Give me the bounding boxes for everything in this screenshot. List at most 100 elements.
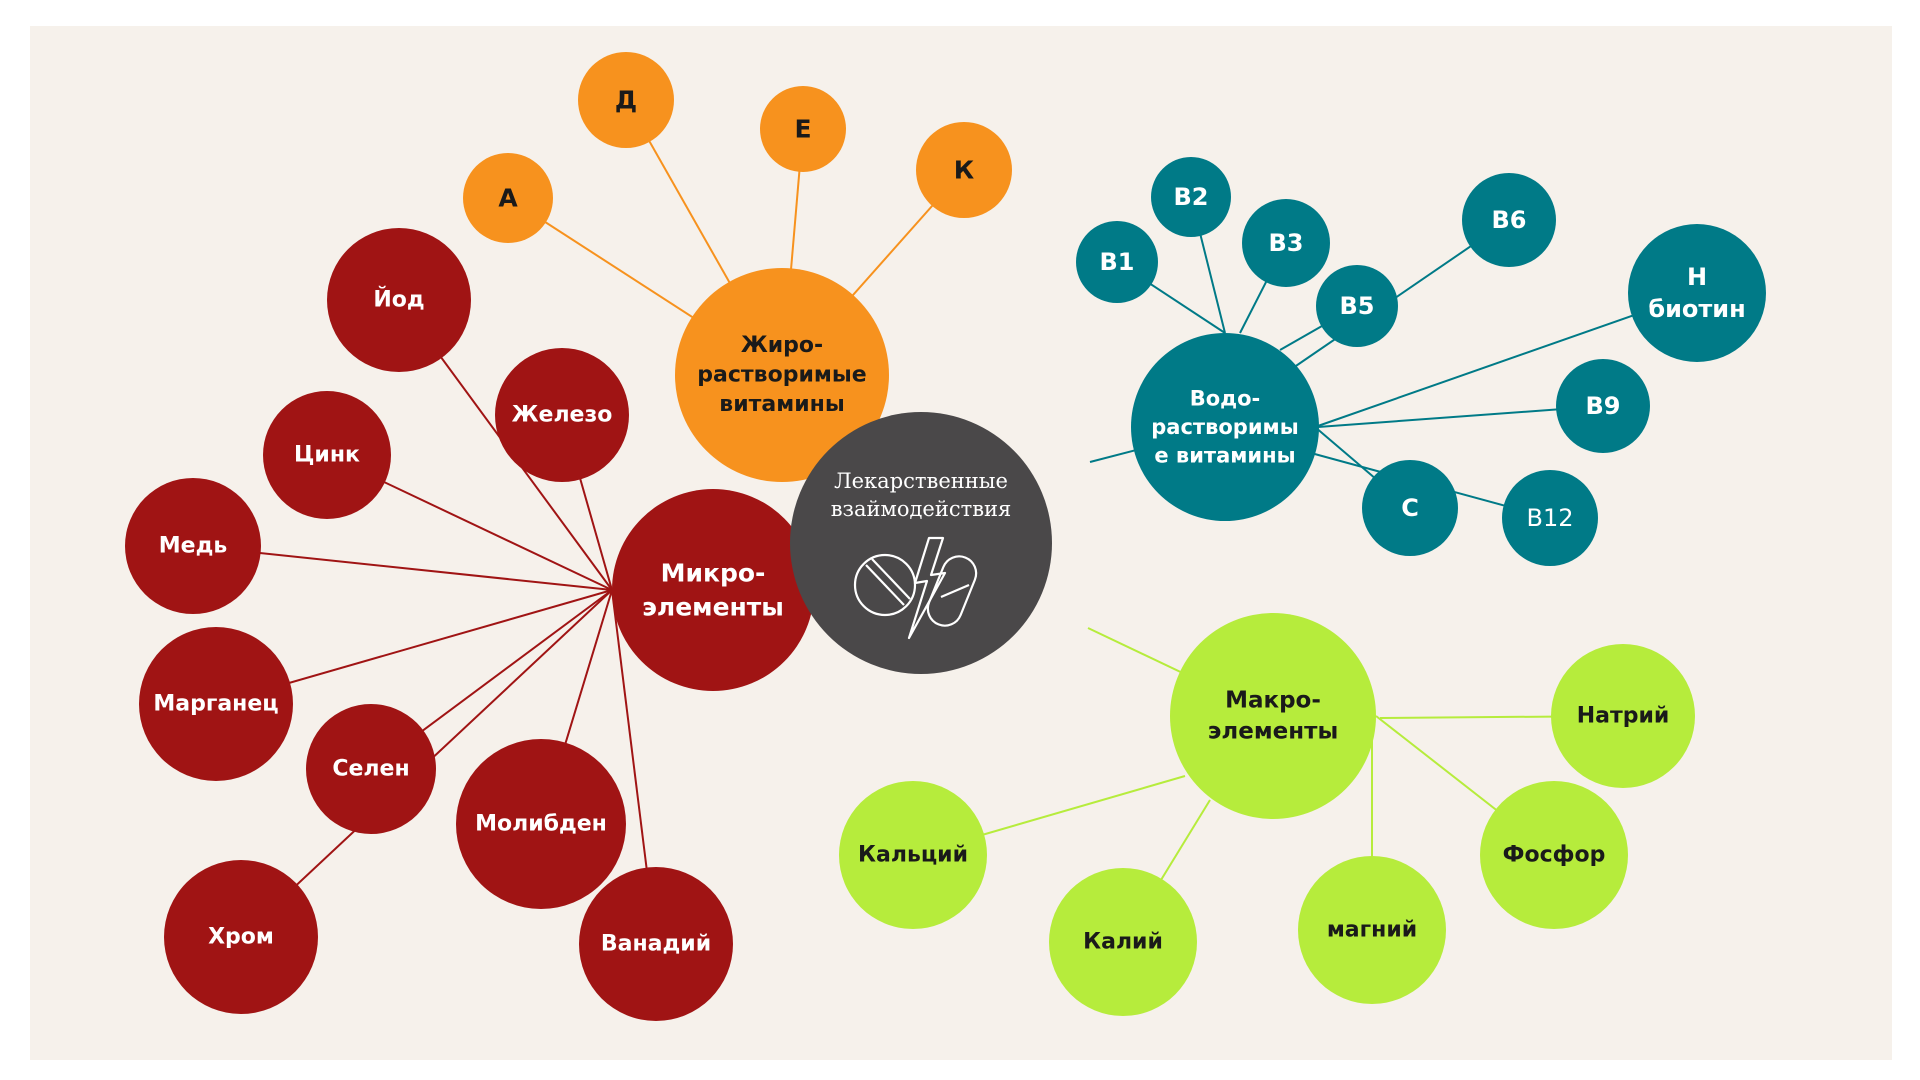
node-water-в2: В2 [1151,157,1231,237]
node-fat-е-label: Е [794,115,811,144]
node-water-в1: В1 [1076,221,1158,303]
node-fat-к: К [916,122,1012,218]
node-micro-ванадий-circle [579,867,733,1021]
hub-water-label: Водо- [1190,387,1261,411]
node-fat-а-label: А [498,184,518,213]
node-fat-е-circle [760,86,846,172]
node-micro-селен-circle [306,704,436,834]
hub-fat-label: Жиро- [741,333,823,358]
node-water-в6-label: В6 [1492,206,1527,234]
node-micro-марганец-circle [139,627,293,781]
node-macro-фосфор-circle [1480,781,1628,929]
node-micro-железо-label: Железо [512,403,613,428]
node-micro-медь-label: Медь [159,534,228,559]
node-macro-натрий: Натрий [1551,644,1695,788]
node-water-с-circle [1362,460,1458,556]
node-water-н-биотин-circle [1628,224,1766,362]
node-micro-железо: Железо [495,348,629,482]
node-water-н-биотин-label: биотин [1648,295,1745,323]
node-micro-селен-label: Селен [332,757,409,782]
node-micro-медь: Медь [125,478,261,614]
node-micro-цинк: Цинк [263,391,391,519]
hub-macro-label: Макро- [1225,687,1321,713]
node-water-b12-circle [1502,470,1598,566]
node-macro-натрий-label: Натрий [1577,704,1670,729]
node-micro-йод: Йод [327,228,471,372]
center-node-label: Лекарственные [834,469,1008,493]
hub-water: Водо-растворимые витамины [1131,333,1319,521]
node-macro-фосфор-label: Фосфор [1503,843,1606,868]
hub-micro: Микро-элементы [612,489,814,691]
node-water-b12: B12 [1502,470,1598,566]
node-micro-йод-circle [327,228,471,372]
node-water-в2-label: В2 [1174,183,1209,211]
node-macro-калий-label: Калий [1083,930,1163,955]
node-water-в6: В6 [1462,173,1556,267]
node-micro-молибден-circle [456,739,626,909]
node-macro-магний-label: магний [1327,918,1417,943]
node-water-н-биотин-label: Н [1687,263,1707,291]
node-micro-ванадий: Ванадий [579,867,733,1021]
hub-micro-circle [612,489,814,691]
node-micro-селен: Селен [306,704,436,834]
node-fat-д-circle [578,52,674,148]
node-micro-молибден-label: Молибден [475,812,607,837]
node-macro-магний: магний [1298,856,1446,1004]
hub-micro-label: элементы [642,592,784,621]
node-micro-хром: Хром [164,860,318,1014]
node-micro-молибден: Молибден [456,739,626,909]
hub-water-label: е витамины [1154,443,1295,467]
node-water-в5-circle [1316,265,1398,347]
node-micro-медь-circle [125,478,261,614]
node-micro-цинк-circle [263,391,391,519]
node-water-в9: В9 [1556,359,1650,453]
node-micro-цинк-label: Цинк [294,443,360,468]
pill-lightning-icon [853,536,978,640]
node-micro-йод-label: Йод [373,287,424,313]
node-macro-кальций-circle [839,781,987,929]
node-macro-фосфор: Фосфор [1480,781,1628,929]
node-water-в3: В3 [1242,199,1330,287]
node-fat-е: Е [760,86,846,172]
node-macro-кальций: Кальций [839,781,987,929]
hub-fat: Жиро-растворимые витамины [675,268,889,482]
node-micro-хром-label: Хром [208,925,274,950]
node-water-в2-circle [1151,157,1231,237]
node-fat-к-label: К [954,156,975,185]
node-macro-калий: Калий [1049,868,1197,1016]
node-water-в9-circle [1556,359,1650,453]
hub-macro-label: элементы [1208,719,1339,745]
hub-macro: Макро-элементы [1170,613,1376,819]
edge-water-в9 [1317,405,1604,428]
node-water-в5-label: В5 [1340,292,1375,320]
node-water-b12-label: B12 [1526,504,1573,532]
node-macro-натрий-circle [1551,644,1695,788]
node-macro-магний-circle [1298,856,1446,1004]
center-node: Лекарственные взаймодействия [790,412,1052,674]
node-fat-а: А [463,153,553,243]
node-water-с-label: С [1401,494,1419,522]
node-fat-а-circle [463,153,553,243]
node-water-в3-label: В3 [1269,229,1304,257]
hub-water-circle [1131,333,1319,521]
node-water-в9-label: В9 [1586,392,1621,420]
node-water-в5: В5 [1316,265,1398,347]
node-macro-калий-circle [1049,868,1197,1016]
hub-fat-label: растворимые [697,363,866,388]
node-water-в6-circle [1462,173,1556,267]
hub-fat-circle [675,268,889,482]
edge-micro-медь [192,545,613,591]
node-water-в3-circle [1242,199,1330,287]
node-fat-к-circle [916,122,1012,218]
node-fat-д-label: Д [615,86,637,115]
node-micro-ванадий-label: Ванадий [601,932,711,957]
node-micro-железо-circle [495,348,629,482]
center-node-label: взаймодействия [831,497,1012,521]
node-micro-хром-circle [164,860,318,1014]
node-macro-кальций-label: Кальций [858,843,968,868]
hub-fat-label: витамины [719,392,844,417]
node-micro-марганец: Марганец [139,627,293,781]
